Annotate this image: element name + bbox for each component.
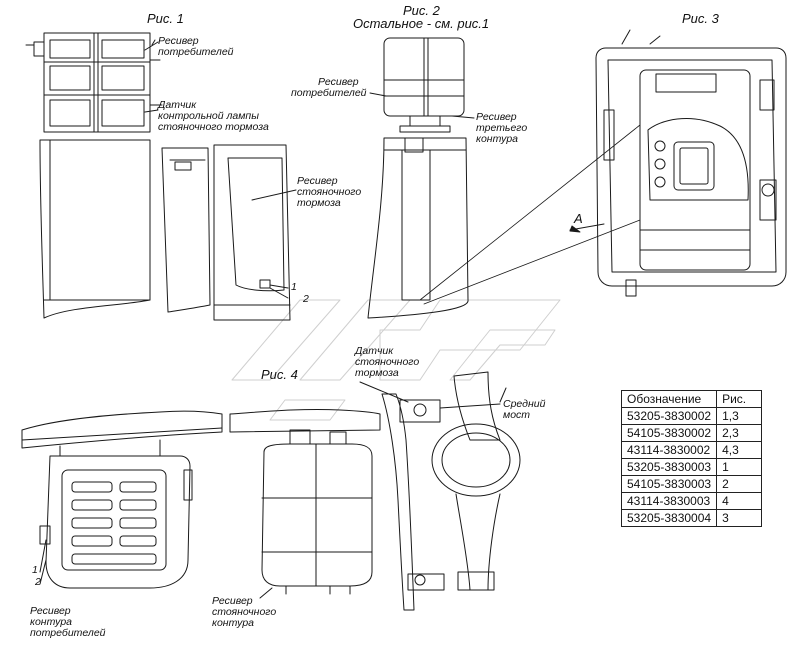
middle-axle <box>399 399 521 591</box>
label-receiver-third: Ресивер третьего контура <box>476 112 527 145</box>
section-label-a: A <box>574 211 583 226</box>
label-receiver-parking-circuit: Ресивер стояночного контура <box>212 596 276 629</box>
label-receiver-consumers-circuit: Ресивер контура потребителей <box>30 606 106 639</box>
label-line: стояночного <box>297 186 362 198</box>
label-line: контура <box>212 617 255 629</box>
cell-figure: 1 <box>716 458 763 476</box>
table-row: 53205-3830004 3 <box>620 509 763 527</box>
label-line: Ресивер <box>476 111 517 123</box>
label-line: тормоза <box>355 367 399 379</box>
fig1-frame-rail <box>39 139 151 319</box>
label-receiver-parking: Ресивер стояночного тормоза <box>297 176 361 209</box>
table-row: 53205-3830003 1 <box>620 458 763 476</box>
cell-figure: 2 <box>716 475 763 493</box>
label-line: Ресивер <box>212 595 253 607</box>
label-line: потребителей <box>158 46 234 58</box>
cell-figure: 3 <box>716 509 763 527</box>
table-row: 43114-3830002 4,3 <box>620 441 763 459</box>
fig1-title: Рис. 1 <box>147 11 184 26</box>
label-line: контура <box>30 616 73 628</box>
label-line: контура <box>476 133 519 145</box>
cell-designation: 43114-3830002 <box>620 441 718 459</box>
label-line: третьего <box>476 122 528 134</box>
fig4-title: Рис. 4 <box>261 367 298 382</box>
header-figure: Рис. <box>716 390 763 408</box>
label-line: тормоза <box>297 197 341 209</box>
designation-table: Обозначение Рис. 53205-3830002 1,3 54105… <box>620 390 763 527</box>
fig4-left-frame <box>21 410 223 449</box>
table-row: 43114-3830003 4 <box>620 492 763 510</box>
table-header-row: Обозначение Рис. <box>620 390 763 408</box>
label-line: мост <box>503 409 531 421</box>
fig2-receiver <box>383 37 465 133</box>
label-line: стояночного <box>212 606 277 618</box>
label-sensor-lamp: Датчик контрольной лампы стояночного тор… <box>158 100 269 133</box>
label-line: потребителей <box>30 627 106 639</box>
table-row: 54105-3830003 2 <box>620 475 763 493</box>
callout-2-top: 2 <box>303 293 309 305</box>
cell-designation: 53205-3830004 <box>620 509 718 527</box>
fig4-receiver-parking <box>261 429 373 595</box>
label-line: Ресивер <box>158 35 199 47</box>
label-middle-axle: Средний мост <box>503 399 545 421</box>
fig4-axle-frame <box>381 371 501 611</box>
callout-1-top: 1 <box>291 281 297 293</box>
cell-figure: 4,3 <box>716 441 763 459</box>
header-designation: Обозначение <box>620 390 718 408</box>
label-line: контрольной лампы <box>158 110 259 122</box>
cell-designation: 53205-3830002 <box>620 407 718 425</box>
table-row: 53205-3830002 1,3 <box>620 407 763 425</box>
cell-designation: 43114-3830003 <box>620 492 718 510</box>
label-line: Датчик <box>355 345 394 357</box>
label-receiver-consumers-mid: Ресивер потребителей <box>291 76 367 99</box>
label-line: Средний <box>503 398 546 410</box>
cell-figure: 2,3 <box>716 424 763 442</box>
cell-figure: 4 <box>716 492 763 510</box>
fig2-title: Рис. 2 <box>403 3 440 18</box>
fig3-title: Рис. 3 <box>682 11 719 26</box>
fig2-subtitle: Остальное - см. рис.1 <box>353 16 490 31</box>
cell-figure: 1,3 <box>716 407 763 425</box>
cell-designation: 54105-3830003 <box>620 475 718 493</box>
label-line: потребителей <box>291 87 367 99</box>
cell-designation: 53205-3830003 <box>620 458 718 476</box>
label-line: стояночного <box>355 356 420 368</box>
table-row: 54105-3830002 2,3 <box>620 424 763 442</box>
label-line: Ресивер <box>318 76 359 88</box>
fig1-receiver-consumers <box>25 32 163 133</box>
label-line: Ресивер <box>30 605 71 617</box>
background-logo <box>231 299 561 421</box>
fig4-left-receiver <box>39 439 193 589</box>
label-line: Датчик <box>158 99 197 111</box>
label-line: Ресивер <box>297 175 338 187</box>
label-receiver-consumers-top: Ресивер потребителей <box>158 36 234 58</box>
label-line: стояночного тормоза <box>158 121 269 133</box>
fig1-receiver-parking <box>213 144 291 321</box>
fig3-top-view <box>595 29 787 297</box>
callout-2-bottom: 2 <box>35 576 41 588</box>
fig2-frame <box>367 137 469 319</box>
fig4-frame-rail <box>229 408 381 433</box>
callout-1-bottom: 1 <box>32 564 38 576</box>
cell-designation: 54105-3830002 <box>620 424 718 442</box>
fig1-side-rail-mid <box>161 147 211 313</box>
label-sensor-parking: Датчик стояночного тормоза <box>355 346 419 379</box>
